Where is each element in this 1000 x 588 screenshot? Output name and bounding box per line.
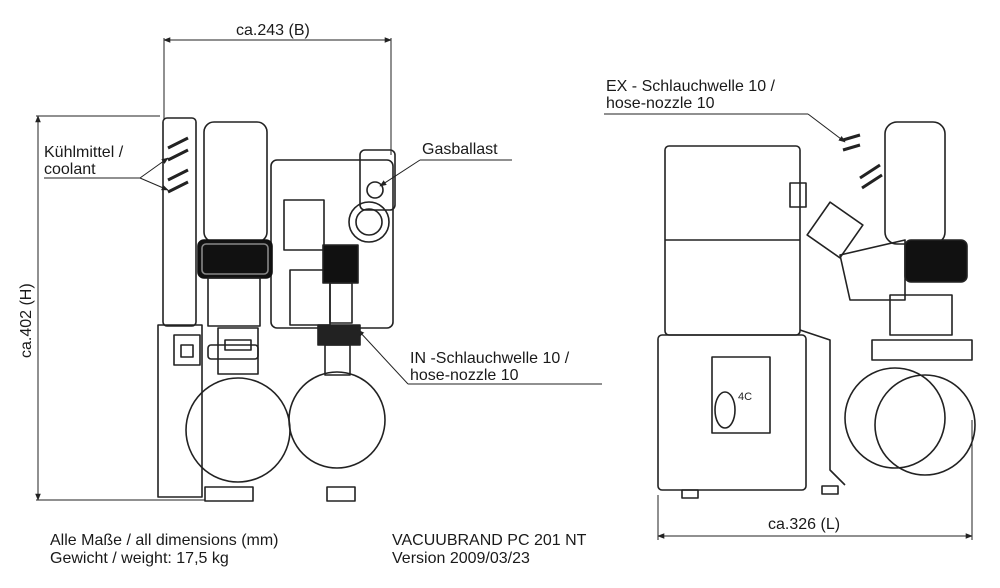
side-panel-label: 4C	[738, 391, 752, 403]
footer-version: Version 2009/03/23	[392, 550, 530, 567]
inlet-label-de: IN -Schlauchwelle 10 /	[410, 350, 570, 367]
inlet-label-en: hose-nozzle 10	[410, 367, 519, 384]
exhaust-label-de: EX - Schlauchwelle 10 /	[606, 78, 775, 95]
leader-lines	[44, 113, 846, 385]
height-dimension-label: ca.402 (H)	[18, 283, 35, 358]
width-dimension-label: ca.243 (B)	[236, 22, 310, 39]
gas-ballast-knob	[348, 201, 390, 243]
dimension-lines	[35, 37, 973, 540]
condenser-column	[203, 121, 268, 243]
condenser-flask-right	[288, 371, 386, 469]
coolant-label-en: coolant	[44, 161, 96, 178]
front-view	[157, 117, 396, 502]
brand-panel	[711, 356, 771, 434]
footer-dimensions-note: Alle Maße / all dimensions (mm)	[50, 532, 279, 549]
side-view: 4C	[657, 121, 976, 499]
coolant-label-de: Kühlmittel /	[44, 144, 124, 161]
exhaust-label-en: hose-nozzle 10	[606, 95, 715, 112]
footer-model-name: VACUUBRAND PC 201 NT	[392, 532, 587, 549]
gas-ballast-label: Gasballast	[422, 141, 498, 158]
length-dimension-label: ca.326 (L)	[768, 516, 841, 533]
footer-weight-note: Gewicht / weight: 17,5 kg	[50, 550, 229, 567]
